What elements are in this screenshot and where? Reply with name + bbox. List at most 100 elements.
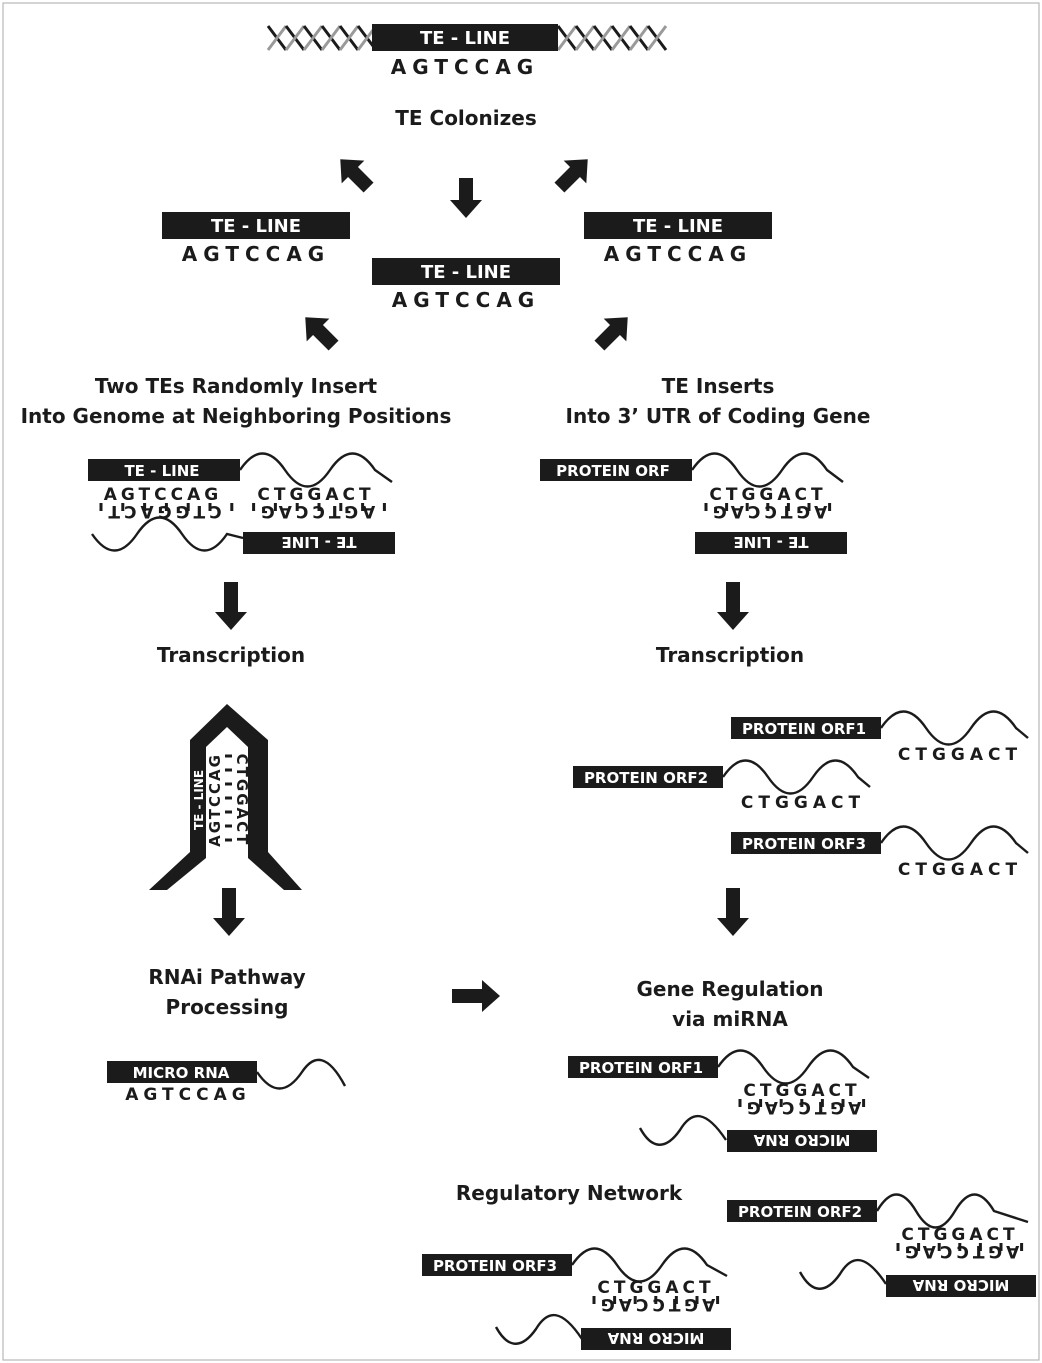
dna-helix-right (556, 25, 668, 51)
protein-orf3-bar-transcript (731, 832, 881, 854)
helix-strand (610, 25, 632, 51)
sequence-neighbor-upper-right: CTGGACT (257, 485, 374, 505)
helix-strand (592, 25, 614, 51)
helix-strand (646, 25, 668, 51)
rna-wave-micro-rna-orf2 (798, 1258, 887, 1290)
helix-strand (284, 25, 306, 51)
heading-te-inserts-line1: TE Inserts (662, 374, 775, 398)
sequence-orf2-transcript: CTGGACT (741, 793, 865, 813)
sequence-neighbor-lower-left: CTGGACT (104, 501, 221, 521)
protein-orf2-bar-transcript (573, 766, 723, 788)
te-line-bar-left (162, 212, 350, 239)
arrow-down-transcription-right (717, 582, 749, 630)
protein-orf-bar (540, 459, 692, 481)
base-pair-ticks-orf3 (592, 1296, 720, 1304)
rna-wave-neighbor-upper (239, 452, 393, 488)
micro-rna-label-orf2: MICRO RNA (912, 1276, 1009, 1294)
sequence-micro-rna: AGTCCAG (125, 1085, 250, 1105)
te-line-bar-neighbor-upper (88, 459, 240, 481)
sequence-orf2-regulation-upper: CTGGACT (901, 1225, 1018, 1245)
arrow-right-connector (452, 980, 500, 1012)
protein-orf1-label-transcript: PROTEIN ORF1 (742, 720, 866, 738)
sequence-orf3-transcript: CTGGACT (898, 860, 1022, 880)
te-line-bar-neighbor-lower (243, 532, 395, 554)
sequence-hairpin-right: CTGGACT (233, 754, 251, 847)
helix-strand (574, 25, 596, 51)
helix-strand (266, 25, 288, 51)
protein-orf2-bar-regulation (727, 1200, 877, 1222)
te-line-label-left: TE - LINE (211, 216, 301, 237)
helix-strand (556, 25, 578, 51)
heading-te-inserts-line2: Into 3’ UTR of Coding Gene (566, 404, 871, 428)
protein-orf1-bar-regulation (568, 1056, 718, 1078)
micro-rna-label-orf3: MICRO RNA (607, 1329, 704, 1347)
arrow-down-right-1 (554, 159, 588, 193)
heading-two-tes-line1: Two TEs Randomly Insert (95, 374, 378, 398)
helix-strand (320, 25, 342, 51)
te-line-label-top: TE - LINE (420, 28, 510, 49)
rna-wave-orf3-regulation (571, 1247, 728, 1283)
helix-strand (628, 25, 650, 51)
sequence-top: AGTCCAG (391, 55, 539, 79)
rna-wave-micro-rna-orf1 (638, 1114, 727, 1146)
rna-wave-neighbor-lower (91, 516, 244, 552)
sequence-neighbor-lower-right: AGTCCAG (257, 501, 375, 521)
base-pair-ticks-utr (704, 503, 832, 511)
te-line-label-hairpin: TE - LINE (192, 770, 206, 830)
heading-regulatory-network: Regulatory Network (456, 1181, 683, 1205)
micro-rna-bar-orf2 (886, 1275, 1036, 1297)
te-line-label-right: TE - LINE (633, 216, 723, 237)
arrow-down-left-2 (305, 317, 339, 351)
sequence-orf1-regulation-lower: AGTCCAG (743, 1097, 861, 1117)
base-pair-ticks-hairpin (225, 754, 232, 842)
te-line-label-utr: TE - LINE (733, 533, 808, 551)
heading-rnai-line2: Processing (166, 995, 289, 1019)
protein-orf2-label-regulation: PROTEIN ORF2 (738, 1203, 862, 1221)
protein-orf3-bar-regulation (422, 1254, 572, 1276)
protein-orf-label: PROTEIN ORF (556, 462, 670, 480)
sequence-orf3-regulation-upper: CTGGACT (597, 1278, 714, 1298)
arrow-down-transcription-left (215, 582, 247, 630)
te-line-bar-utr (695, 532, 847, 554)
dna-helix-left (266, 25, 378, 51)
micro-rna-bar (107, 1061, 257, 1083)
te-line-bar-center (372, 258, 560, 285)
heading-gene-reg-line2: via miRNA (672, 1007, 788, 1031)
heading-rnai-line1: RNAi Pathway (148, 965, 305, 989)
base-pair-ticks-neighbor (99, 503, 386, 511)
te-line-label-neighbor-upper: TE - LINE (124, 462, 199, 480)
sequence-hairpin-left: AGTCCAG (206, 753, 224, 847)
sequence-right: AGTCCAG (604, 242, 752, 266)
protein-orf1-bar-transcript (731, 717, 881, 739)
sequence-left: AGTCCAG (182, 242, 330, 266)
protein-orf3-label-regulation: PROTEIN ORF3 (433, 1257, 557, 1275)
base-pair-ticks-orf1 (738, 1099, 866, 1107)
helix-strand (338, 25, 360, 51)
sequence-orf1-transcript: CTGGACT (898, 745, 1022, 765)
rna-wave-orf2-transcript (722, 759, 871, 795)
sequence-neighbor-upper-left: AGTCCAG (104, 485, 222, 505)
rna-wave-orf3-transcript (880, 825, 1029, 861)
protein-orf1-label-regulation: PROTEIN ORF1 (579, 1059, 703, 1077)
sequence-orf1-regulation-upper: CTGGACT (743, 1081, 860, 1101)
base-pair-ticks-orf2 (896, 1243, 1024, 1251)
arrow-down-center-1 (450, 178, 482, 218)
arrow-down-right-2 (594, 317, 628, 351)
rna-wave-orf1-transcript (880, 710, 1029, 746)
rna-wave-micro-rna (256, 1058, 347, 1090)
arrow-down-left-1 (340, 159, 374, 193)
heading-transcription-left: Transcription (157, 643, 305, 667)
rna-wave-micro-rna-orf3 (494, 1313, 583, 1345)
te-line-label-neighbor-lower: TE - LINE (281, 533, 356, 551)
sequence-orf3-regulation-lower: AGTCCAG (597, 1294, 715, 1314)
sequence-orf2-regulation-lower: AGTCCAG (901, 1241, 1019, 1261)
rna-wave-utr (691, 452, 844, 488)
protein-orf2-label-transcript: PROTEIN ORF2 (584, 769, 708, 787)
arrow-down-rnai (213, 888, 245, 936)
sequence-utr-upper: CTGGACT (709, 485, 826, 505)
te-line-bar-right (584, 212, 772, 239)
arrow-down-gene-regulation (717, 888, 749, 936)
heading-gene-reg-line1: Gene Regulation (636, 977, 823, 1001)
